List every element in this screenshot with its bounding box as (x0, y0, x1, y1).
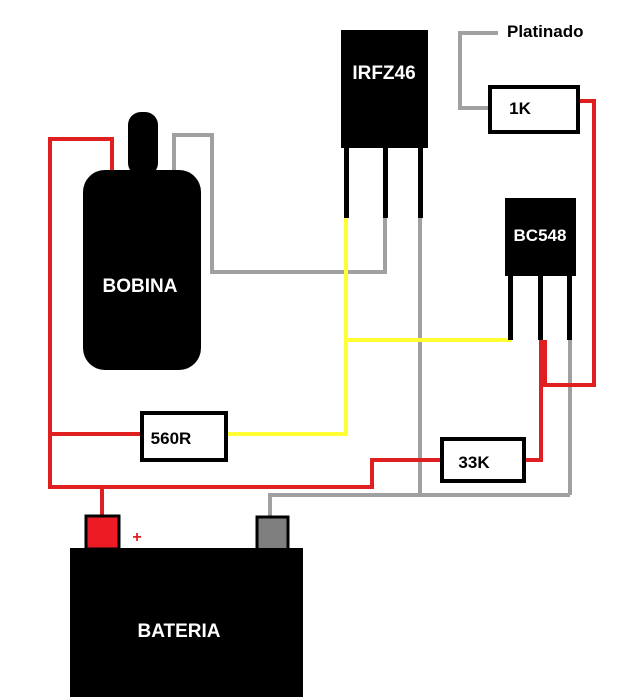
ignition-coil: BOBINA (83, 112, 201, 370)
battery-positive-terminal (84, 514, 121, 551)
bc548-body (505, 198, 576, 276)
mosfet-source-pin (418, 148, 423, 218)
battery-positive-mark: + (132, 529, 141, 546)
transistor-bc548: BC548 (505, 198, 576, 340)
ground-wires (172, 31, 572, 520)
resistor-33k-feed-wire (102, 458, 442, 489)
resistor-33k: 33K (440, 437, 526, 483)
resistor-1k-label: 1K (509, 99, 531, 118)
coil-to-drain-wire (172, 133, 387, 274)
platinado-wire (458, 31, 498, 110)
resistor-560r-body (140, 411, 228, 462)
resistor-33k-body (440, 437, 526, 483)
bc548-label: BC548 (514, 226, 567, 245)
battery-body (70, 548, 303, 697)
ground-bus-wire (268, 493, 570, 520)
resistor-560r: 560R (140, 411, 228, 462)
bc548-emitter-pin (567, 276, 572, 340)
bc548-base-pin (538, 276, 543, 340)
mosfet-gate-pin (344, 148, 349, 218)
platinado-label: Platinado (507, 22, 584, 41)
mosfet-body (341, 30, 428, 148)
coil-high-voltage-terminal (128, 112, 158, 176)
positive-wires (48, 99, 596, 518)
coil-label: BOBINA (103, 276, 178, 297)
battery-negative-terminal (255, 515, 290, 552)
gate-wires (226, 218, 512, 436)
bc548-collector-pin (508, 276, 513, 340)
battery: BATERIA + (70, 514, 303, 697)
mosfet-irfz46: IRFZ46 (341, 30, 428, 218)
mosfet-label: IRFZ46 (352, 63, 415, 84)
battery-label: BATERIA (137, 621, 220, 642)
mosfet-drain-pin (383, 148, 388, 218)
resistor-1k-to-base-wire (543, 99, 596, 387)
resistor-1k: 1K (488, 85, 580, 134)
coil-body (83, 170, 201, 370)
resistor-33k-label: 33K (458, 453, 490, 472)
coil-positive-wire (48, 137, 114, 518)
gate-drive-wire (226, 218, 348, 436)
resistor-1k-body (488, 85, 580, 134)
resistor-33k-to-collector-wire (524, 340, 543, 462)
resistor-560r-label: 560R (151, 429, 192, 448)
